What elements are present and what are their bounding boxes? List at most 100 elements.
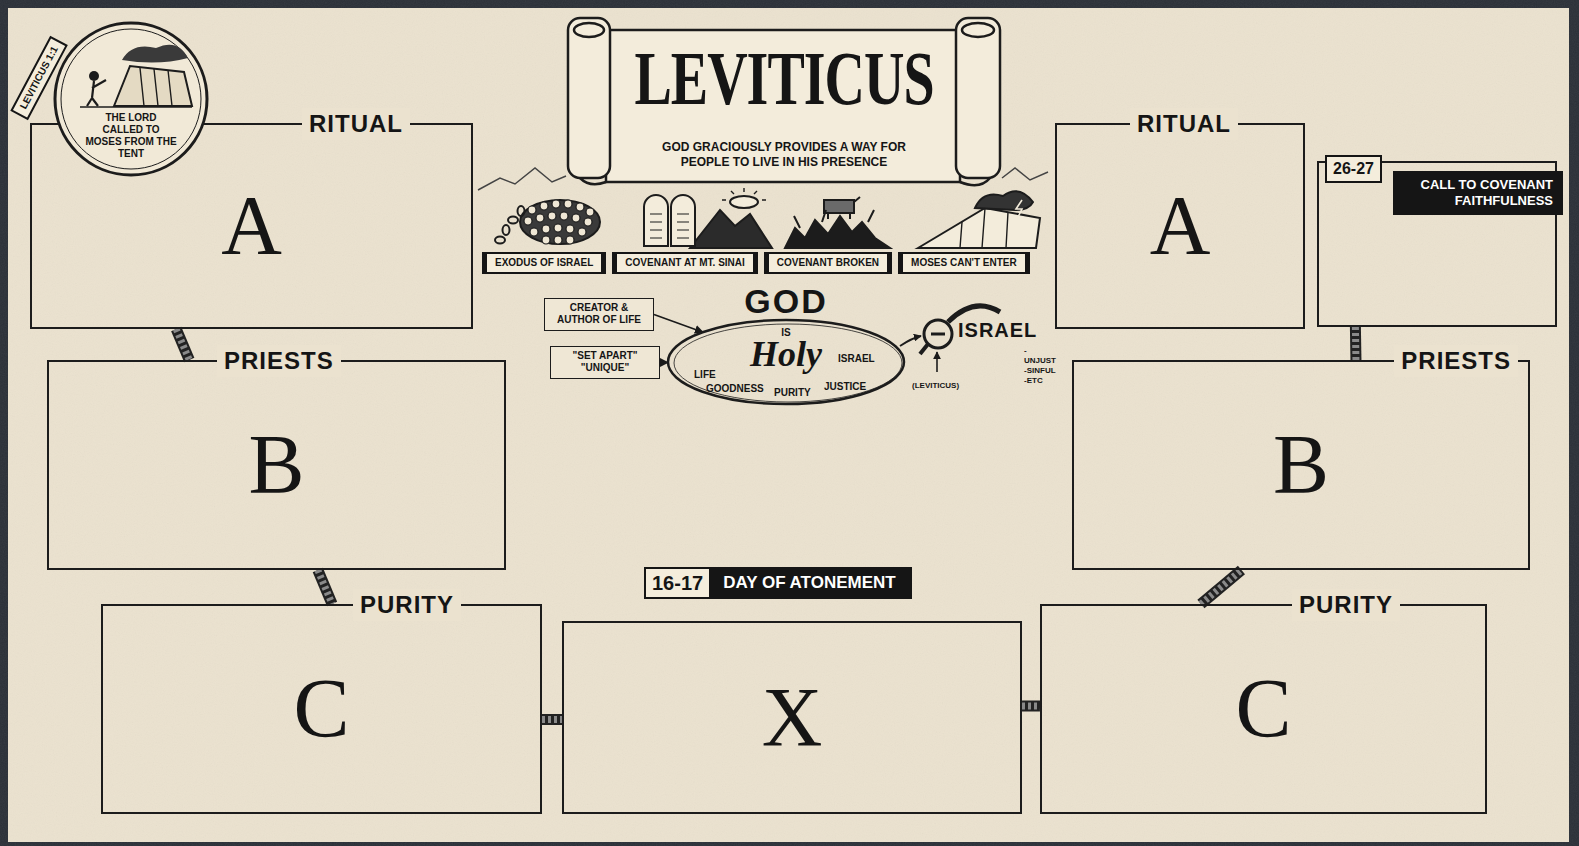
tent-icon: [918, 208, 1040, 248]
attribute-word: LIFE: [694, 369, 716, 381]
event-banner: MOSES CAN'T ENTER: [898, 252, 1030, 274]
rope-twist: [318, 570, 332, 604]
exodus-icon: [508, 217, 518, 224]
placeholder-letter: B: [248, 423, 304, 507]
rope-twist: [176, 329, 189, 360]
rope-connector: [1201, 570, 1242, 604]
exodus-icon: [586, 208, 594, 216]
rope-twist: [1201, 570, 1242, 604]
title-scroll: [606, 30, 960, 182]
attribute-word: PURITY: [774, 387, 811, 399]
frame: [8, 8, 1569, 842]
book-note: (LEVITICUS): [912, 381, 959, 391]
text-slot: LIFE: [694, 364, 716, 382]
exodus-icon: [560, 212, 568, 220]
text-slot: "SET APART" "UNIQUE": [557, 350, 653, 375]
mountain-line: [1002, 168, 1048, 180]
tent-icon: [960, 208, 1008, 248]
exodus-icon: [530, 228, 538, 236]
atonement-box: 16-17DAY OF ATONEMENTX: [562, 621, 1022, 814]
placeholder-letter: X: [762, 676, 823, 760]
magnifier-symbol: [936, 352, 938, 372]
exodus-icon: [495, 206, 525, 244]
exodus-icon: [584, 218, 592, 226]
placeholder-letter: A: [221, 184, 282, 268]
tent-icon: [975, 191, 1033, 210]
verse-medallion: LEVITICUS 1:1THE LORD CALLED TO MOSES FR…: [52, 20, 210, 178]
title: LEVITICUS: [634, 36, 933, 120]
medallion-caption: THE LORD CALLED TO MOSES FROM THE TENT: [85, 112, 177, 160]
rope-twist: [542, 716, 562, 723]
magnifier-symbol: [900, 336, 921, 346]
event-banner: COVENANT BROKEN: [764, 252, 892, 274]
text-slot: B: [1074, 423, 1528, 507]
exodus-icon: [495, 237, 505, 244]
magnifier-symbol: [924, 320, 952, 348]
attribute-box: CREATOR & AUTHOR OF LIFE: [544, 298, 654, 331]
exodus-icon: [503, 225, 510, 235]
exodus-icon: [542, 236, 550, 244]
tent-icon: [918, 191, 1040, 248]
section-heading: PRIESTS: [1394, 345, 1518, 377]
title-scroll: [580, 178, 606, 184]
exodus-icon: [540, 202, 548, 210]
exodus-icon: [542, 225, 550, 233]
text-slot: (LEVITICUS): [912, 374, 959, 392]
god-word: GOD: [744, 284, 827, 318]
exodus-icon: [554, 236, 562, 244]
text-slot: C: [103, 667, 540, 751]
text-slot: ISRAEL: [958, 318, 1037, 342]
text-slot: CALL TO COVENANT FAITHFULNESS: [1393, 171, 1563, 215]
exodus-icon: [528, 206, 536, 214]
broken-covenant-icon: [785, 216, 890, 248]
section-heading: RITUAL: [1130, 108, 1238, 140]
rope-connector: [542, 719, 562, 720]
magnifier-symbol: [920, 344, 928, 354]
attribute-box: "SET APART" "UNIQUE": [550, 346, 660, 379]
text-slot: PURITY: [353, 589, 461, 621]
exodus-icon: [564, 200, 572, 208]
rope-connector: [1022, 705, 1040, 706]
attribute-text: "SET APART" "UNIQUE": [557, 350, 653, 374]
text-slot: 26-27: [1325, 155, 1382, 183]
priests-box: PRIESTSB: [1072, 360, 1530, 570]
exodus-icon: [536, 214, 544, 222]
title-scroll: [956, 18, 1000, 178]
tent-icon: [1016, 200, 1022, 219]
rope-line: [1350, 327, 1362, 360]
tablets-icon: [650, 214, 689, 238]
text-slot: 16-17DAY OF ATONEMENT: [644, 567, 912, 599]
holy-word: Holy: [750, 336, 822, 372]
section-heading: PURITY: [353, 589, 461, 621]
attribute-word: JUSTICE: [824, 381, 866, 393]
exodus-icon: [566, 236, 574, 244]
purity-box: PURITYC: [101, 604, 542, 814]
exodus-icon: [524, 217, 532, 225]
broken-covenant-icon: [828, 197, 860, 219]
exodus-icon: [572, 214, 580, 222]
chapter-tag: 26-27: [1325, 155, 1382, 183]
people-name: ISRAEL: [958, 318, 1037, 342]
text-slot: PURITY: [774, 382, 811, 400]
ritual-box: RITUALA: [1055, 123, 1305, 329]
rope-line: [318, 570, 332, 604]
text-slot: A: [32, 184, 471, 268]
attribute-word: GOODNESS: [706, 383, 764, 395]
chapter-box: 26-27CALL TO COVENANT FAITHFULNESS: [1317, 161, 1557, 327]
text-slot: PURITY: [1292, 589, 1400, 621]
broken-covenant-icon: [794, 210, 874, 228]
text-slot: EXODUS OF ISRAELCOVENANT AT MT. SINAICOV…: [482, 252, 1030, 274]
title-scroll: [962, 23, 994, 37]
exodus-icon: [552, 200, 560, 208]
text-slot: B: [49, 423, 504, 507]
placeholder-letter: B: [1273, 423, 1329, 507]
rope-twist: [1352, 327, 1360, 360]
text-slot: JUSTICE: [824, 376, 866, 394]
section-heading: RITUAL: [302, 108, 410, 140]
arrow-line: [654, 315, 703, 333]
broken-covenant-icon: [824, 200, 854, 213]
text-slot: -UNJUST -SINFUL -ETC: [1024, 346, 1056, 387]
rope-line: [542, 714, 562, 725]
